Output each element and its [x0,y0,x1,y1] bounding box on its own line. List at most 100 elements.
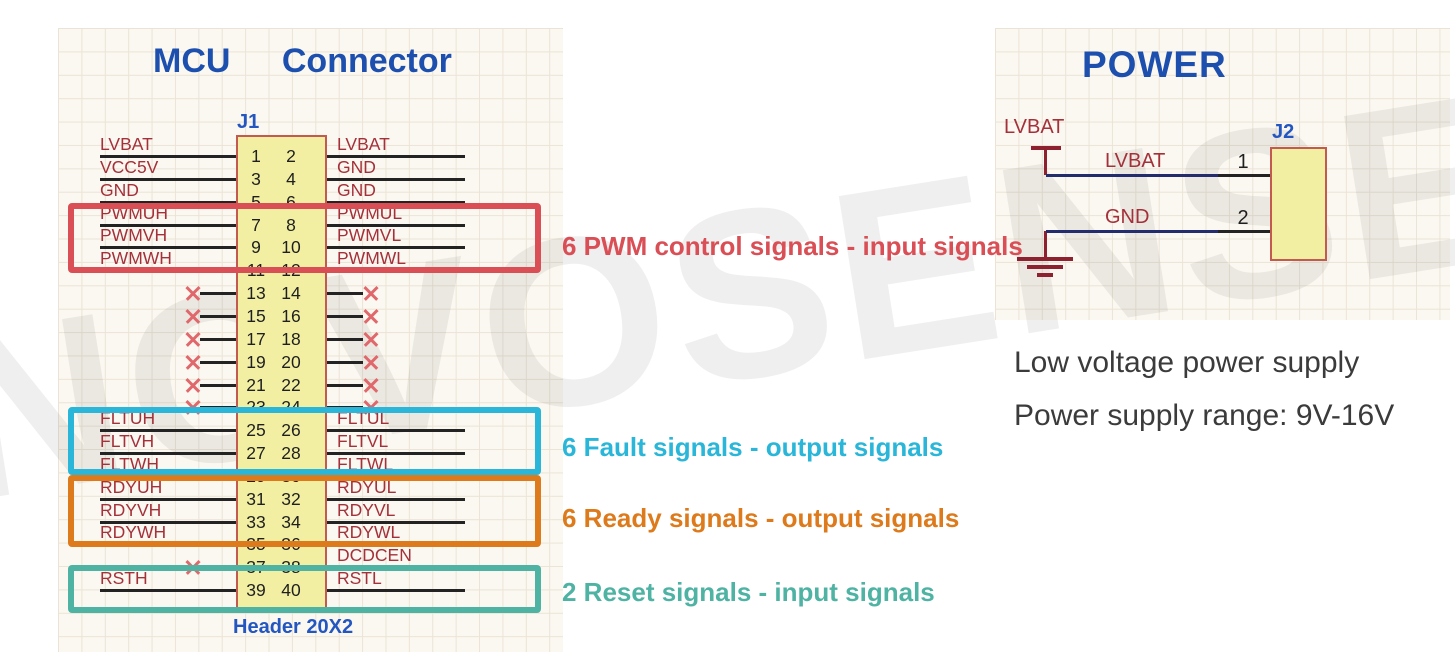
wire-pwmvl [327,246,465,250]
wire-pwmul [327,223,465,227]
net-label-lvbat: LVBAT [337,134,390,154]
nc-stub-left [200,383,236,387]
net-label-fltvl: FLTVL [337,431,389,452]
group-box-reset [68,565,541,613]
no-connect-icon [363,285,379,301]
ground-icon-stem [1044,231,1047,259]
j2-designator: J2 [1272,121,1295,143]
net-label-gnd: GND [100,179,139,200]
pin-number-14: 14 [281,283,301,304]
net-label-rdyul: RDYUL [337,476,397,497]
net-label-pwmwl: PWMWL [337,248,407,269]
net-label-rsth: RSTH [100,568,148,589]
nc-stub-left [200,314,236,318]
net-label-fltwl: FLTWL [337,453,394,474]
net-label-fltvh: FLTVH [100,431,155,452]
pin-number-9: 9 [251,237,261,258]
nc-stub-right [327,337,363,341]
group-box-pwm [68,203,541,273]
power-wire-gnd [1046,230,1218,233]
pin-number-20: 20 [281,351,301,372]
nc-stub-right [327,383,363,387]
wire-fltvh [100,452,236,456]
j2-pin-number-2: 2 [1237,207,1249,229]
nc-stub-right [327,314,363,318]
pin-number-6: 6 [286,191,296,212]
wire-lvbat [100,155,236,158]
j2-pin-number-1: 1 [1237,151,1249,173]
net-label-rdyuh: RDYUH [100,476,163,497]
pin-number-32: 32 [281,488,301,509]
wire-rdyvl [327,520,465,524]
wire-rstl [327,589,465,593]
wire-fltul [327,429,465,433]
no-connect-icon [185,331,201,347]
wire-fltuh [100,429,236,433]
nc-stub-right [327,360,363,364]
ground-icon-bar1 [1017,257,1073,261]
pin-number-28: 28 [281,443,301,464]
no-connect-icon [363,331,379,347]
wire-vcc5v [100,177,236,181]
group-annotation-pwm: 6 PWM control signals - input signals [562,231,1023,261]
nc-stub-left [200,292,236,296]
wire-rdyul [327,497,465,501]
pin-number-33: 33 [246,511,266,532]
no-connect-icon [185,377,201,393]
pin-number-22: 22 [281,374,301,395]
pin-number-3: 3 [251,168,261,189]
net-label-pwmvl: PWMVL [337,225,402,246]
wire-gnd [327,200,465,204]
net-label-rdywl: RDYWL [337,522,401,543]
pin-number-31: 31 [246,488,266,509]
no-connect-icon [185,285,201,301]
wire-pwmvh [100,246,236,250]
pin-number-19: 19 [246,351,266,372]
net-label-pwmvh: PWMVH [100,225,168,246]
net-label-rdyvl: RDYVL [337,499,396,520]
net-label-gnd: GND [1105,206,1150,228]
group-annotation-fault: 6 Fault signals - output signals [562,432,944,462]
j1-designator: J1 [237,111,260,133]
no-connect-icon [185,308,201,324]
no-connect-icon [185,354,201,370]
power-title: POWER [1082,44,1227,85]
net-label-fltuh: FLTUH [100,408,156,429]
nc-stub-left [200,360,236,364]
power-bar-stem [1044,146,1047,175]
net-label-lvbat: LVBAT [100,134,153,154]
pin-number-39: 39 [246,580,266,601]
nc-stub-right [327,292,363,296]
net-label-vcc5v: VCC5V [100,156,159,177]
pin-number-21: 21 [246,374,266,395]
pin-number-25: 25 [246,420,266,441]
net-label-gnd: GND [337,179,376,200]
group-box-ready [68,475,541,547]
net-label-dcdcen: DCDCEN [337,545,412,566]
nc-stub-left [200,337,236,341]
pin-number-18: 18 [281,328,301,349]
j2-connector-body [1270,147,1327,261]
wire-lvbat [327,155,465,158]
net-label-rdyvh: RDYVH [100,499,162,520]
j1-footprint-label: Header 20X2 [233,616,354,638]
j1-connector-body [236,135,327,611]
pin-number-17: 17 [246,328,266,349]
j2-pin-line-2 [1218,230,1270,233]
ground-icon-bar3 [1037,273,1053,277]
wire-rdyuh [100,497,236,501]
pin-number-7: 7 [251,214,261,235]
no-connect-icon [363,377,379,393]
wire-gnd [327,177,465,181]
power-note-line2: Power supply range: 9V-16V [1014,399,1395,432]
power-note-line1: Low voltage power supply [1014,346,1360,379]
ground-icon-bar2 [1027,265,1063,269]
wire-pwmuh [100,223,236,227]
group-annotation-ready: 6 Ready signals - output signals [562,503,960,533]
pin-number-2: 2 [286,146,296,166]
net-label-lvbat: LVBAT [1105,150,1166,172]
pin-number-26: 26 [281,420,301,441]
j2-pin-line-1 [1218,174,1270,177]
group-annotation-reset: 2 Reset signals - input signals [562,577,935,607]
